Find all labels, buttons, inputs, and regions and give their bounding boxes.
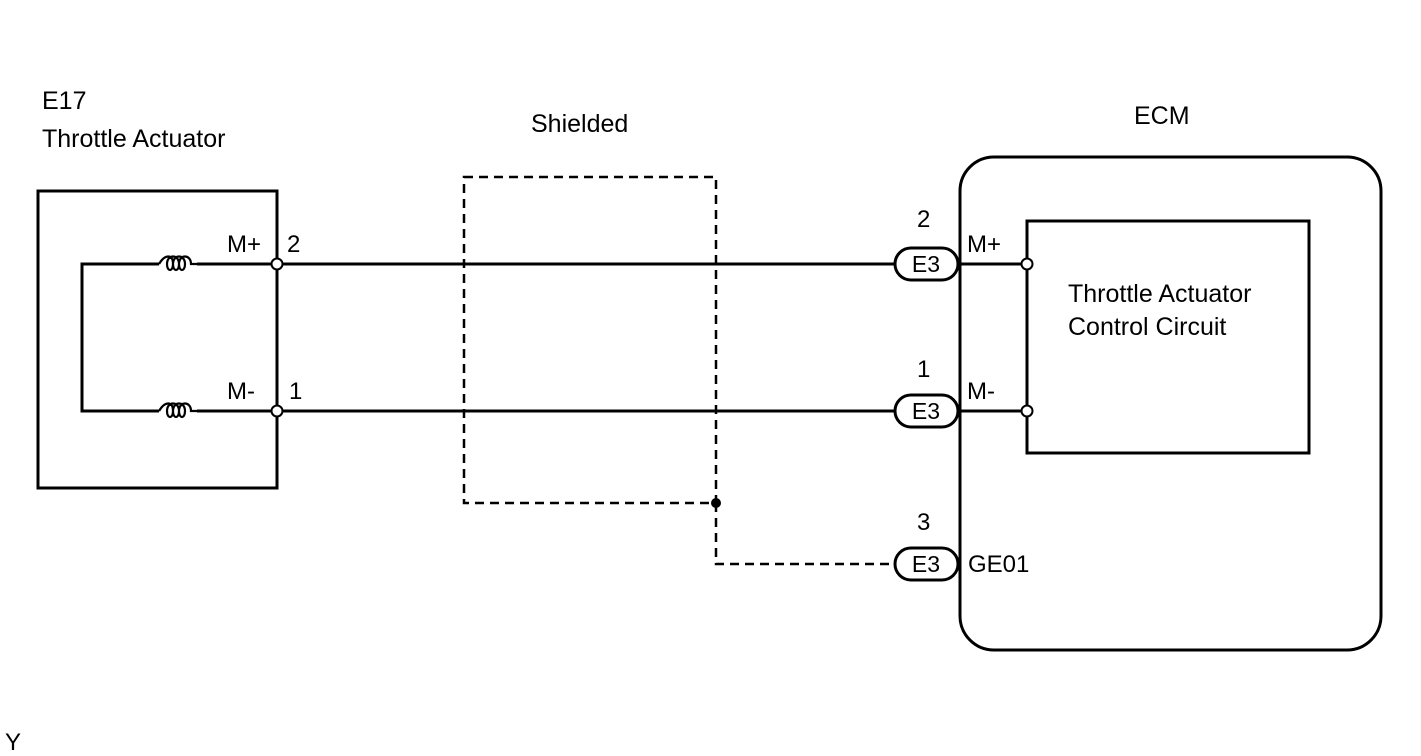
ecm-signal-mminus: M-: [967, 378, 995, 405]
connector-e3-label-pin1: E3: [912, 398, 940, 424]
footer-mark: Y: [5, 729, 21, 756]
actuator-code: E17: [42, 87, 86, 115]
connector-pin-number-1: 1: [917, 356, 930, 383]
actuator-pin-number-2: 2: [287, 231, 300, 258]
actuator-internal-loop: [80, 262, 159, 413]
actuator-name: Throttle Actuator: [42, 125, 225, 153]
ecm-title: ECM: [1134, 102, 1190, 130]
ecm-terminal-mplus: [1020, 257, 1034, 271]
ecm-body: [958, 155, 1383, 652]
motor-coil-bottom: [158, 402, 197, 419]
ecm-signal-ge01: GE01: [968, 551, 1029, 578]
ecm-terminal-mminus: [1020, 404, 1034, 418]
actuator-pin-number-1: 1: [289, 378, 302, 405]
connector-e3-pin3: [893, 546, 960, 582]
actuator-pin-signal-mplus: M+: [227, 231, 261, 258]
shield-label: Shielded: [531, 110, 628, 138]
connector-e3-pin1: [893, 393, 960, 429]
throttle-actuator: E17 Throttle Actuator M+ 2 M- 1: [36, 87, 302, 490]
actuator-terminal-mplus: [270, 257, 284, 271]
motor-coil-top: [158, 255, 197, 272]
shield-drain-wire: [714, 503, 896, 566]
connector-e3-pin2: [893, 246, 960, 282]
ecm-circuit-box: [1025, 219, 1311, 455]
ecm-circuit-line2: Control Circuit: [1068, 313, 1226, 341]
actuator-terminal-mminus: [270, 404, 284, 418]
actuator-pin-signal-mminus: M-: [227, 378, 255, 405]
ecm-signal-mplus: M+: [967, 231, 1001, 258]
ecm: ECM Throttle Actuator Control Circuit 2 …: [893, 102, 1383, 652]
ecm-circuit-line1: Throttle Actuator: [1068, 280, 1251, 308]
connector-e3-label-pin3: E3: [912, 551, 940, 577]
shield-box: [462, 175, 718, 505]
connector-pin-number-2: 2: [917, 206, 930, 233]
connector-pin-number-3: 3: [917, 509, 930, 536]
shield: Shielded: [462, 110, 896, 566]
actuator-body: [36, 189, 279, 490]
connector-e3-label-pin2: E3: [912, 251, 940, 277]
